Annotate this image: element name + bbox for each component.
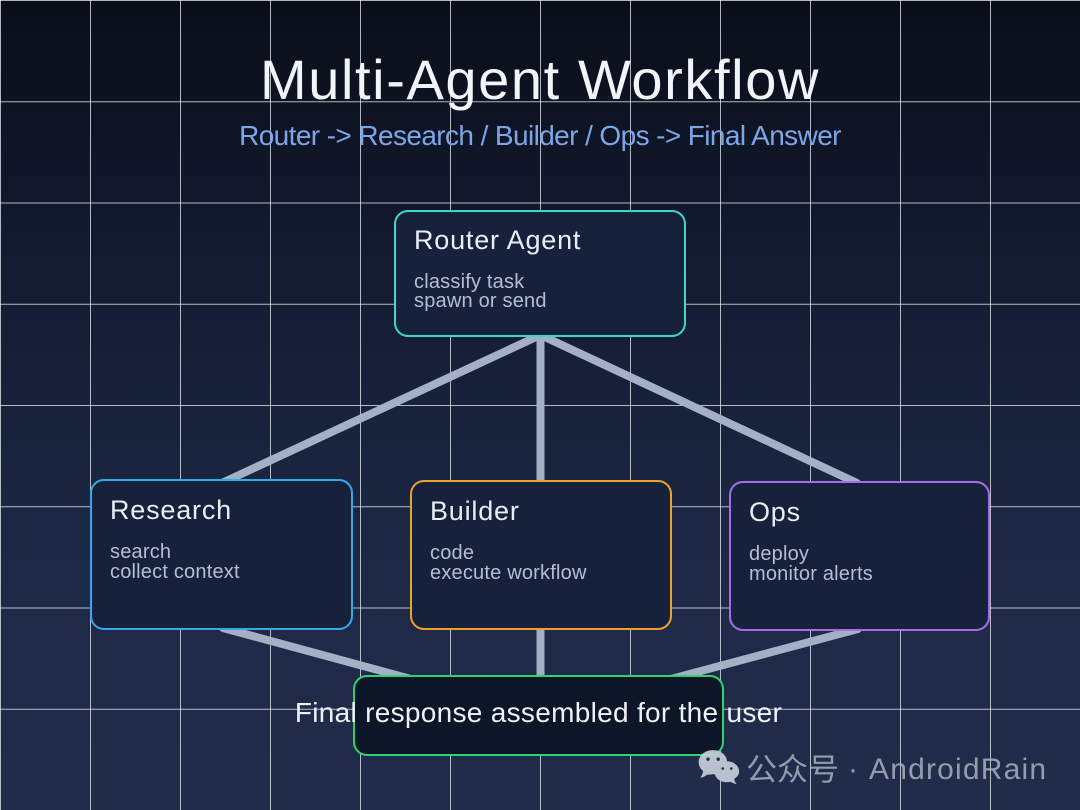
final-response-label: Final response assembled for the user (294, 696, 783, 728)
edge-router-ops (536, 331, 861, 487)
builder-node-line: execute workflow (430, 561, 587, 584)
ops-node-line: deploy (749, 543, 810, 565)
builder-node-line: code (430, 542, 475, 564)
slide-subtitle: Router -> Research / Builder / Ops -> Fi… (239, 119, 841, 151)
research-node-line: search (110, 541, 172, 563)
router-agent-node-title: Router Agent (414, 225, 582, 255)
research-node-line: collect context (110, 560, 240, 583)
slide-title: Multi-Agent Workflow (259, 48, 820, 111)
ops-node-line: monitor alerts (749, 562, 873, 585)
router-agent-node-line: classify task (414, 270, 525, 293)
router-agent-node: Router Agent classify task spawn or send (394, 210, 686, 337)
research-node-body: search collect context (110, 541, 240, 583)
builder-node: Builder code execute workflow (410, 480, 672, 630)
ops-node-title: Ops (749, 497, 801, 527)
router-agent-node-line: spawn or send (414, 290, 547, 312)
builder-node-title: Builder (430, 496, 520, 526)
ops-node: Ops deploy monitor alerts (729, 481, 990, 631)
edge-router-research (220, 331, 545, 486)
final-response-node: Final response assembled for the user (295, 675, 782, 756)
ops-node-body: deploy monitor alerts (749, 543, 873, 585)
builder-node-body: code execute workflow (430, 542, 587, 584)
router-agent-node-body: classify task spawn or send (414, 270, 547, 312)
research-node: Research search collect context (90, 479, 353, 630)
research-node-title: Research (110, 495, 232, 525)
